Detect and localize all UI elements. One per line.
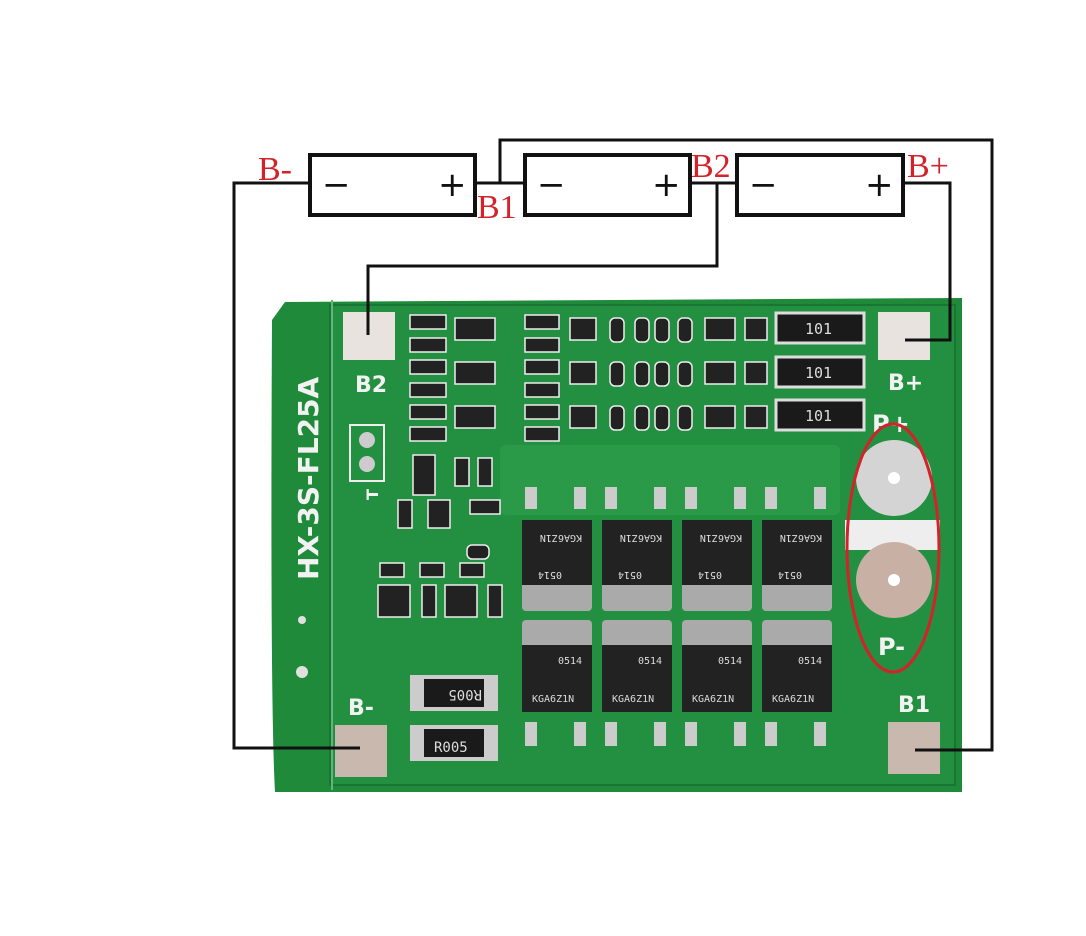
shunt-label: R005: [434, 740, 468, 756]
label-b-plus: B+: [907, 148, 949, 185]
mosfet-lead: [734, 722, 746, 746]
mosfet-lead: [685, 487, 697, 509]
mosfet-marking: KGA6Z1N: [772, 694, 814, 705]
mosfet-lead: [654, 722, 666, 746]
mosfet: [602, 645, 672, 712]
shunt-resistors: R005 R005: [410, 675, 498, 761]
mosfet: [682, 645, 752, 712]
mosfet-lead: [525, 487, 537, 509]
resistor-label: 101: [805, 364, 832, 382]
wire-b1: [498, 138, 994, 752]
highlight-ellipse: [845, 422, 941, 674]
mosfet-marking: KGA6Z1N: [540, 532, 582, 543]
minus-sign: −: [322, 165, 351, 205]
mosfet: [522, 520, 592, 585]
mosfet-array: KGA6Z1N05140514KGA6Z1NKGA6Z1N05140514KGA…: [522, 487, 832, 746]
mosfet-date: 0514: [698, 569, 722, 580]
pad-b-plus-label: B+: [888, 371, 923, 396]
mosfet-marking: KGA6Z1N: [780, 532, 822, 543]
wire-b-minus: [232, 181, 360, 750]
resistor-label: 101: [805, 320, 832, 338]
mosfet-marking: KGA6Z1N: [620, 532, 662, 543]
mosfet-date: 0514: [778, 569, 802, 580]
label-b2: B2: [691, 148, 731, 185]
pad-b1-label: B1: [898, 693, 930, 718]
pad-b2-label: B2: [355, 373, 387, 398]
mosfet-lead: [765, 722, 777, 746]
mosfet-date: 0514: [798, 656, 822, 667]
mosfet-date: 0514: [718, 656, 742, 667]
wire-b-plus: [903, 181, 952, 342]
mosfet-lead: [605, 487, 617, 509]
mosfet-marking: KGA6Z1N: [612, 694, 654, 705]
pad-b-minus: [335, 725, 387, 777]
mosfet: [602, 520, 672, 585]
mosfet-lead: [765, 487, 777, 509]
mosfet-lead: [685, 722, 697, 746]
shunt-label: R005: [448, 686, 482, 702]
mosfet-date: 0514: [638, 656, 662, 667]
resistors-101: 101 101 101: [774, 311, 866, 432]
smd-components: [377, 314, 768, 618]
mosfet-marking: KGA6Z1N: [700, 532, 742, 543]
mosfet-lead: [814, 487, 826, 509]
wiring: [232, 138, 994, 752]
mosfet: [762, 520, 832, 585]
battery-cell-3: − +: [735, 153, 905, 217]
plus-sign: +: [438, 165, 467, 205]
pad-p-minus-label: P-: [878, 633, 905, 661]
board-model-label: HX-3S-FL25A: [292, 376, 325, 580]
mosfet-lead: [525, 722, 537, 746]
mosfet-lead: [605, 722, 617, 746]
mosfet-lead: [734, 487, 746, 509]
pad-b-plus: [878, 312, 930, 360]
resistor-label: 101: [805, 407, 832, 425]
mosfet-lead: [574, 722, 586, 746]
battery-cell-2: − +: [523, 153, 692, 217]
mosfet-marking: KGA6Z1N: [692, 694, 734, 705]
minus-sign: −: [749, 165, 778, 205]
mosfet-lead: [574, 487, 586, 509]
mosfet: [522, 645, 592, 712]
battery-cell-1: − +: [308, 153, 477, 217]
mosfet-date: 0514: [538, 569, 562, 580]
label-b1: B1: [477, 189, 517, 226]
plus-sign: +: [652, 165, 681, 205]
wire-b2: [366, 183, 719, 335]
label-b-minus: B-: [258, 151, 292, 188]
pad-b-minus-label: B-: [348, 696, 374, 721]
pad-b1: [888, 722, 940, 774]
minus-sign: −: [537, 165, 566, 205]
mosfet-date: 0514: [558, 656, 582, 667]
connector-t-label: T: [363, 489, 382, 500]
mosfet-marking: KGA6Z1N: [532, 694, 574, 705]
mosfet-lead: [654, 487, 666, 509]
mosfet-date: 0514: [618, 569, 642, 580]
mosfet: [682, 520, 752, 585]
plus-sign: +: [865, 165, 894, 205]
mosfet-lead: [814, 722, 826, 746]
mosfet: [762, 645, 832, 712]
